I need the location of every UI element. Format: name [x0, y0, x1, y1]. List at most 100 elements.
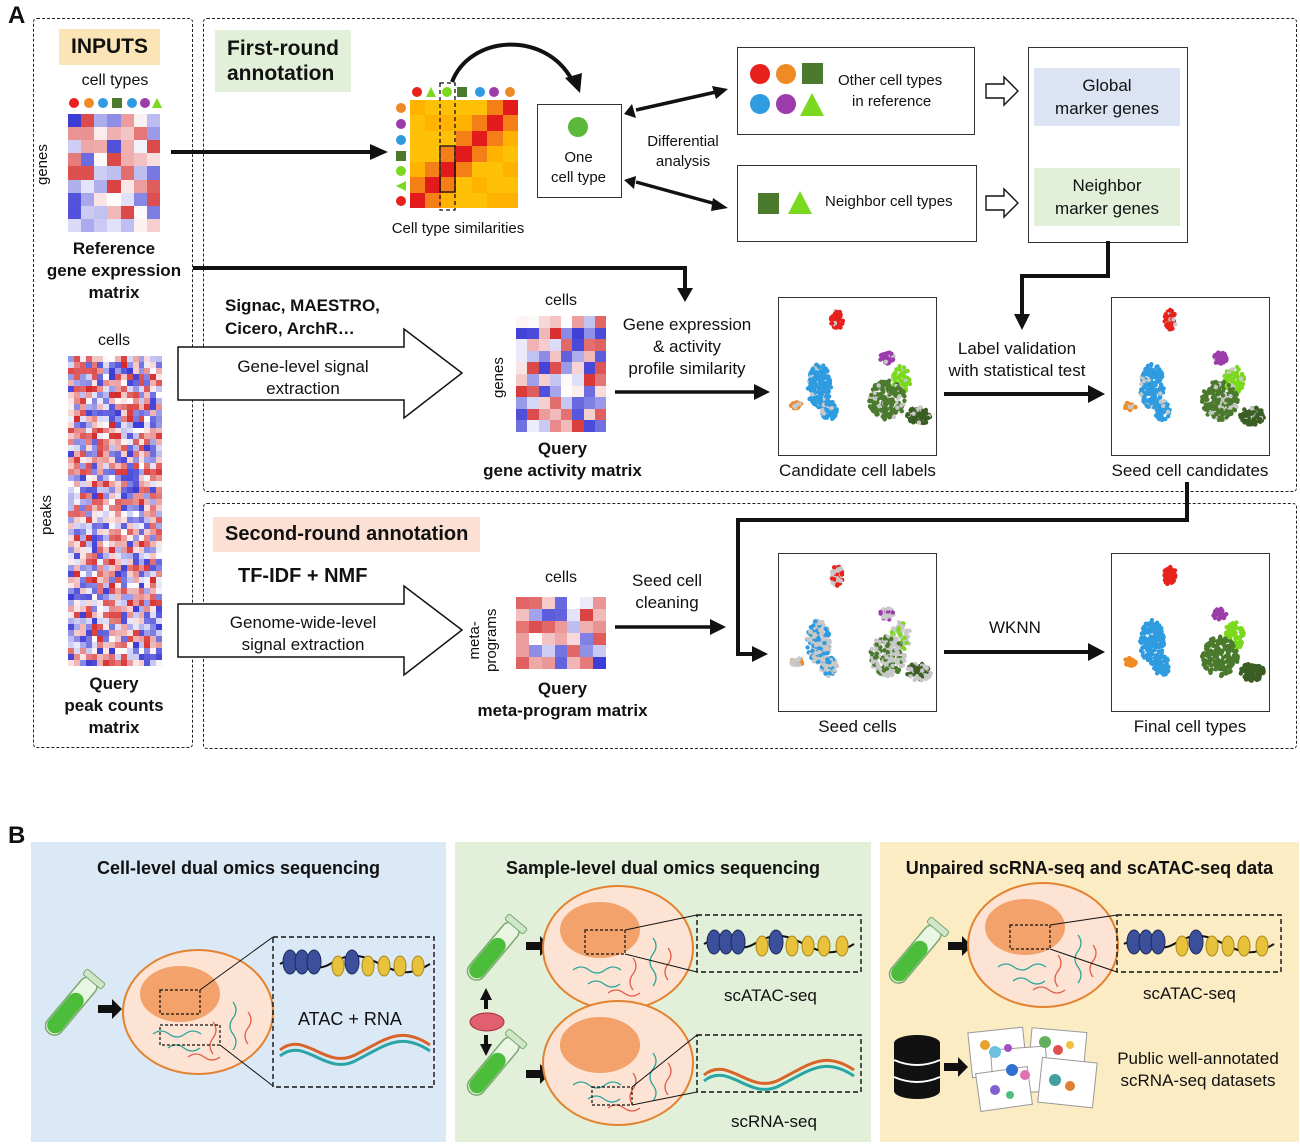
heatmap-cell — [73, 481, 80, 488]
umap-point — [838, 325, 843, 330]
heatmap-cell — [138, 552, 145, 559]
heatmap-cell — [120, 534, 127, 541]
heatmap-cell — [583, 385, 595, 398]
heatmap-cell — [527, 362, 539, 374]
heatmap-cell — [91, 588, 98, 595]
heatmap-cell — [73, 618, 80, 625]
heatmap-cell — [97, 373, 104, 380]
differential-analysis-label: Differential analysis — [647, 133, 719, 170]
heatmap-cell — [150, 391, 157, 398]
heatmap-cell — [68, 510, 74, 517]
heatmap-cell — [144, 642, 151, 649]
similarity-matrix — [410, 100, 518, 208]
umap-point — [1233, 649, 1238, 654]
heatmap-cell — [103, 600, 110, 607]
umap-point — [1232, 402, 1237, 408]
heatmap-cell — [144, 427, 151, 434]
heatmap-cell — [144, 397, 151, 404]
heatmap-cell — [85, 457, 92, 464]
heatmap-cell — [572, 385, 584, 398]
umap-point — [832, 565, 837, 570]
umap-point — [918, 405, 923, 410]
gene-activity-heatmap — [516, 316, 606, 432]
umap-point — [835, 310, 841, 315]
heatmap-cell — [109, 451, 115, 458]
heatmap-cell — [103, 654, 110, 661]
umap-point — [820, 636, 826, 642]
similarity-cell — [471, 146, 488, 162]
heatmap-cell — [85, 552, 92, 559]
heatmap-cell — [79, 642, 86, 649]
umap-point — [878, 394, 884, 399]
heatmap-cell — [115, 624, 121, 631]
heatmap-cell — [115, 475, 121, 482]
heatmap-cell — [109, 534, 115, 541]
heatmap-cell — [91, 522, 98, 529]
cell-level-panel — [31, 842, 446, 1142]
heatmap-cell — [103, 576, 110, 583]
other-cell-types-label: Other cell types in reference — [838, 72, 943, 110]
heatmap-cell — [138, 594, 145, 601]
heatmap-cell — [73, 385, 80, 392]
heatmap-cell — [97, 463, 104, 470]
heatmap-cell — [527, 350, 539, 363]
heatmap-cell — [91, 612, 98, 619]
umap-point — [1203, 659, 1208, 664]
umap-point — [1211, 407, 1217, 412]
heatmap-cell — [527, 316, 539, 328]
heatmap-cell — [132, 409, 139, 416]
heatmap-cell — [85, 510, 92, 517]
heatmap-cell — [120, 606, 127, 613]
umap-point — [1158, 385, 1163, 391]
heatmap-cell — [91, 356, 98, 362]
heatmap-cell — [144, 564, 151, 571]
umap-point — [1248, 421, 1253, 426]
heatmap-cell — [132, 594, 139, 601]
umap-point — [1207, 405, 1213, 411]
heatmap-cell — [126, 361, 133, 368]
heatmap-cell — [156, 356, 162, 362]
heatmap-cell — [126, 540, 133, 547]
umap-point — [1142, 645, 1148, 650]
umap-point — [1225, 638, 1230, 643]
heatmap-cell — [109, 552, 115, 559]
similarity-cell — [456, 115, 472, 131]
umap-point — [1157, 406, 1163, 411]
umap-point — [926, 673, 932, 678]
heatmap-cell — [561, 327, 573, 340]
heatmap-cell — [68, 528, 74, 535]
heatmap-cell — [120, 218, 134, 232]
umap-point — [1170, 568, 1175, 573]
umap-point — [1148, 634, 1153, 639]
similarity-cell — [471, 161, 488, 178]
heatmap-cell — [115, 564, 121, 571]
heatmap-cell — [91, 439, 98, 446]
heatmap-cell — [150, 510, 157, 517]
heatmap-cell — [79, 636, 86, 643]
umap-point — [1257, 416, 1263, 422]
heatmap-cell — [85, 421, 92, 428]
heatmap-cell — [138, 582, 145, 589]
umap-point — [905, 368, 910, 374]
umap-point — [894, 367, 899, 372]
heatmap-cell — [79, 487, 86, 494]
umap-point — [1227, 655, 1232, 660]
heatmap-cell — [150, 457, 157, 464]
heatmap-cell — [126, 499, 133, 506]
heatmap-cell — [561, 350, 573, 363]
heatmap-cell — [103, 427, 110, 434]
heatmap-cell — [68, 546, 74, 553]
heatmap-cell — [120, 600, 127, 607]
heatmap-cell — [103, 558, 110, 565]
heatmap-cell — [79, 552, 86, 559]
similarity-cell — [440, 146, 457, 162]
umap-point — [1158, 376, 1163, 382]
heatmap-cell — [583, 327, 595, 340]
heatmap-cell — [554, 609, 568, 621]
heatmap-cell — [68, 379, 74, 386]
heatmap-cell — [138, 606, 145, 613]
heatmap-cell — [132, 469, 139, 476]
heatmap-cell — [527, 408, 539, 421]
heatmap-cell — [115, 499, 121, 506]
umap-point — [881, 668, 887, 673]
